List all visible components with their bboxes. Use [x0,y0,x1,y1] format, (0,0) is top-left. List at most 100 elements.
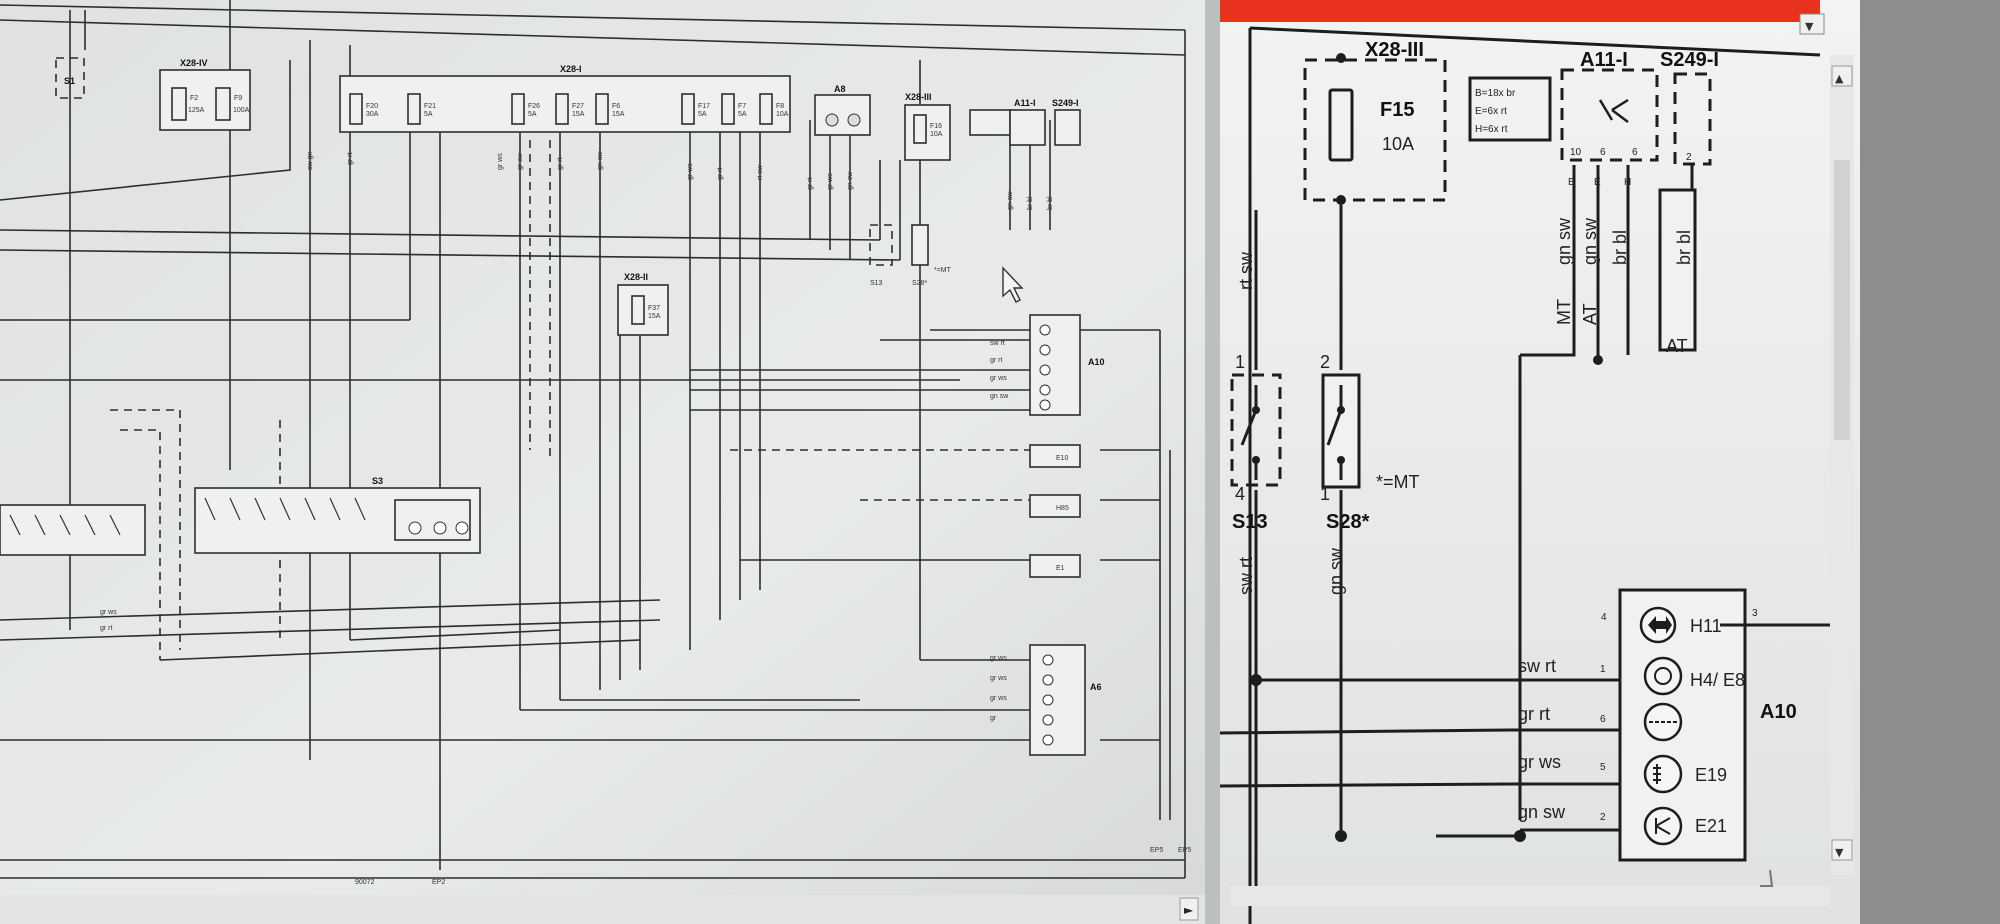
a10-row1-wire: sw rt [1518,656,1556,676]
svg-text:gr ws: gr ws [990,375,1007,382]
fuse-f9-label: F9 [234,95,242,102]
s28-pin-bottom: 1 [1320,484,1330,504]
svg-text:gr rt: gr rt [557,158,564,171]
a10-row4-pin: 2 [1600,812,1606,823]
a10-row4-code: E21 [1695,816,1727,836]
svg-text:15A: 15A [572,111,585,118]
a10-row1-pin: 1 [1600,664,1606,675]
right-hscrollbar[interactable] [1230,886,1830,906]
fuse-rating: 10A [1382,134,1414,154]
svg-text:5A: 5A [424,111,433,118]
svg-text:gn sw: gn sw [597,151,604,170]
scroll-down-button[interactable] [1831,839,1853,861]
wire-label-rt-sw: rt sw [1236,251,1256,290]
a10-pin-top: 4 [1601,612,1607,623]
svg-text:gr ws: gr ws [687,163,694,180]
a10-row3-wire: gr ws [1518,752,1561,772]
svg-text:F37: F37 [648,305,660,312]
label-s3: S3 [372,476,383,486]
svg-text:125A: 125A [188,107,205,114]
label-x28-ii: X28-II [624,272,648,282]
at-label-2: AT [1666,336,1688,356]
label-x28-i: X28-I [560,64,582,74]
svg-text:5A: 5A [698,111,707,118]
s13-wire-label: sw rt [1236,557,1256,595]
svg-text:gr ws: gr ws [827,173,834,190]
scroll-right-icon: ► [1184,903,1194,917]
svg-text:F21: F21 [424,103,436,110]
rear-fog-icon [1655,817,1671,835]
s28-pin-top: 2 [1320,352,1330,372]
scroll-up-button[interactable] [1831,65,1853,87]
svg-text:gr ws: gr ws [990,655,1007,662]
a11-pin-2: 6 [1600,147,1606,158]
svg-text:A11-I: A11-I [1014,98,1036,108]
svg-text:gr sw: gr sw [517,152,524,170]
svg-text:5A: 5A [528,111,537,118]
zoom-schematic: ▼ X28-III F15 10A B=18x br E=6x rt H=6x … [1220,0,2000,924]
svg-text:gr ws: gr ws [990,675,1007,682]
left-scroll-right-button[interactable] [1179,897,1199,921]
scroll-thumb[interactable] [1834,160,1850,440]
monitor-bezel [1860,0,2000,924]
a11-pin-letter-b: B [1568,177,1575,188]
wire-label-br-bl-2: br bl [1674,230,1694,265]
svg-text:H85: H85 [1056,505,1069,512]
s249-pin: 2 [1686,152,1692,163]
a11-pin-1: 10 [1570,147,1582,158]
svg-text:10A: 10A [930,131,943,138]
svg-text:F27: F27 [572,103,584,110]
s28-wire-label: gn sw [1326,547,1346,595]
relay-symbol-icon [1598,98,1629,123]
scroll-down-icon: ▼ [1835,846,1844,859]
left-hscrollbar[interactable] [0,895,1205,924]
svg-text:*=MT: *=MT [934,267,952,274]
svg-text:gr rt: gr rt [347,153,354,166]
svg-text:gr rt: gr rt [990,357,1003,364]
svg-text:gr rt: gr rt [807,178,814,191]
dropdown-button[interactable] [1799,13,1825,35]
svg-text:sw gn: sw gn [307,152,314,170]
svg-text:br bl: br bl [1027,196,1034,210]
a10-pin-top-right: 3 [1752,608,1758,619]
label-s1: S1 [64,76,75,86]
s28-label: S28* [1326,511,1370,533]
s13-pin-top: 1 [1235,352,1245,372]
s249-label: S249-I [1660,49,1719,71]
a10-row4-wire: gn sw [1518,802,1566,822]
svg-text:F6: F6 [612,103,620,110]
svg-text:gn sw: gn sw [990,393,1009,400]
svg-text:F16: F16 [930,123,942,130]
svg-text:F26: F26 [528,103,540,110]
mouse-cursor-icon [1002,266,1024,303]
svg-text:S28*: S28* [912,280,927,287]
svg-text:A6: A6 [1090,682,1102,692]
fog-light-icon [1653,764,1661,784]
at-label-1: AT [1580,303,1600,325]
a10-row1-code: H4/ E8 [1690,670,1745,690]
svg-text:gn sw: gn sw [1007,191,1014,210]
label-a8: A8 [834,84,846,94]
legend-line-3: H=6x rt [1475,124,1508,135]
svg-text:gr ws: gr ws [990,695,1007,702]
s28-note: *=MT [1376,472,1420,492]
legend-line-1: B=18x br [1475,88,1516,99]
s13-pin-bottom: 4 [1235,484,1245,504]
svg-text:br bl: br bl [1047,196,1054,210]
chevron-down-icon: ▼ [1805,20,1814,33]
fuse-f2-label: F2 [190,95,198,102]
svg-text:100A: 100A [233,107,250,114]
svg-text:gn sw: gn sw [847,171,854,190]
turn-indicator-icon [1648,616,1672,634]
panel-divider[interactable] [1205,0,1223,924]
label-x28-iv: X28-IV [180,58,208,68]
svg-text:15A: 15A [612,111,625,118]
connector-x28-label: X28-III [1365,39,1424,61]
fuse-label: F15 [1380,99,1414,121]
svg-text:F8: F8 [776,103,784,110]
svg-text:E1: E1 [1056,565,1065,572]
a10-row2-wire: gr rt [1518,704,1550,724]
svg-text:F7: F7 [738,103,746,110]
